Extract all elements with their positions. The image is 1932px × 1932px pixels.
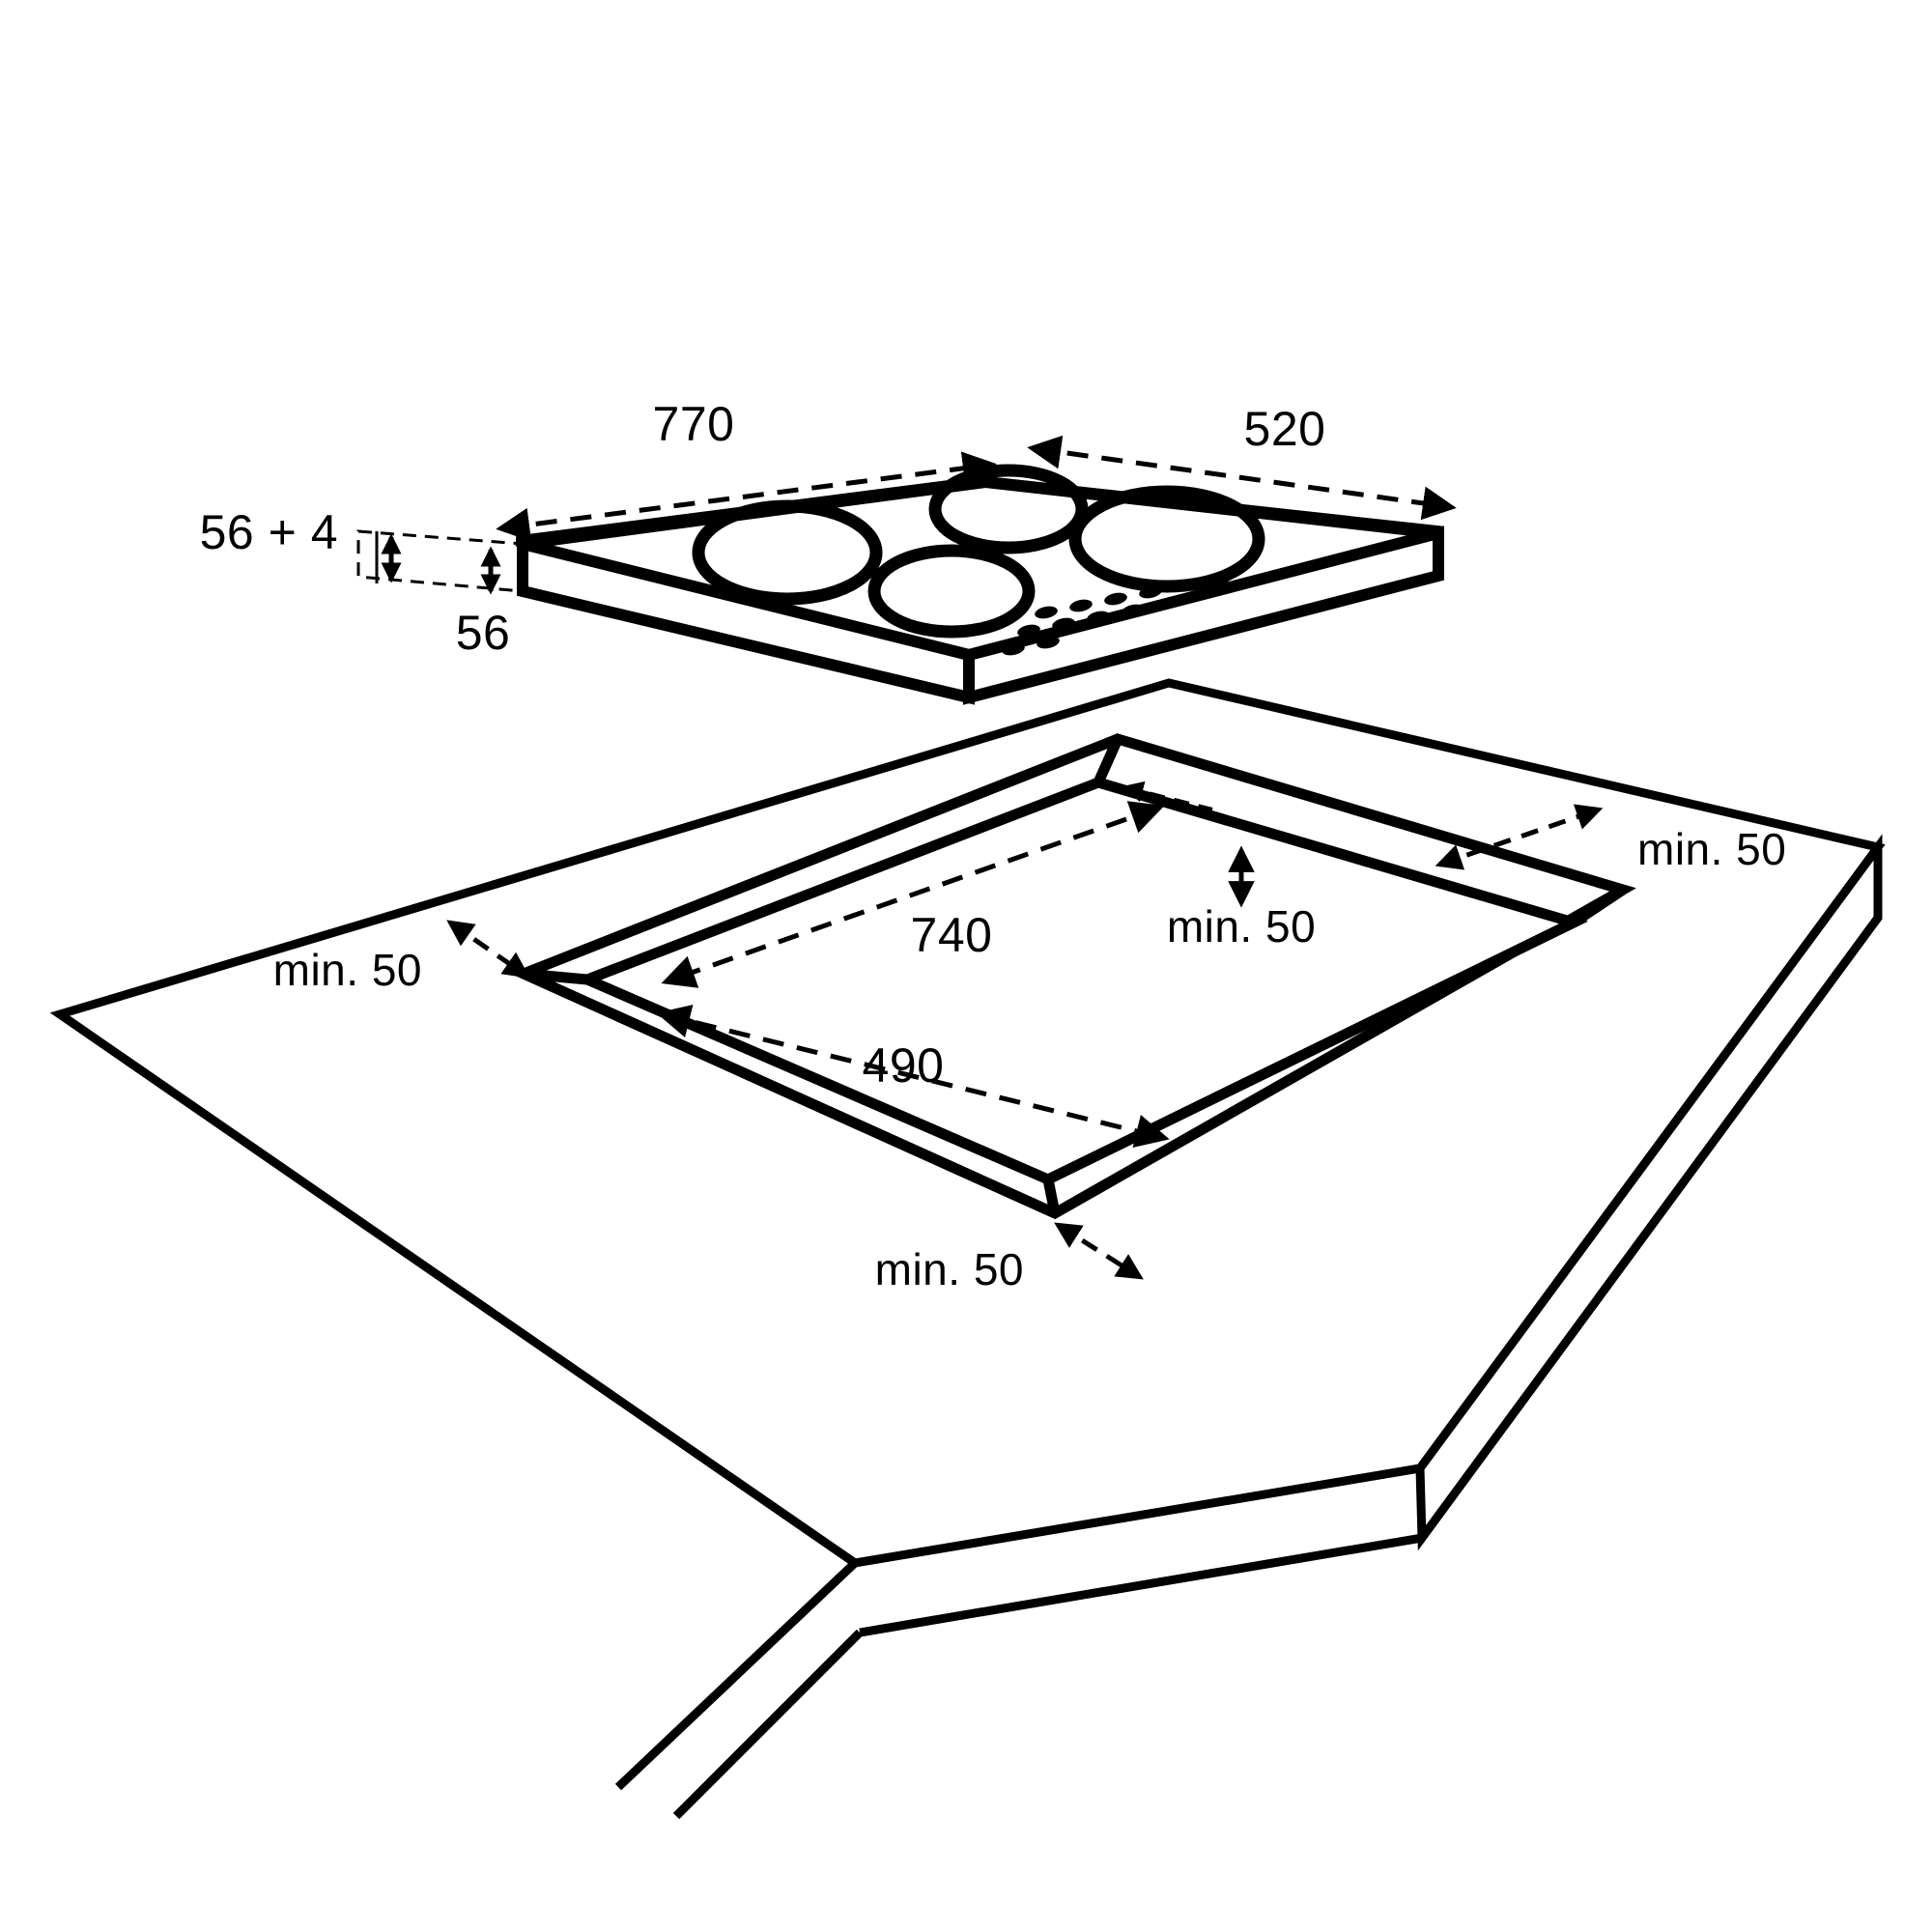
hob-group — [515, 464, 1444, 705]
clearance-label-front: min. 50 — [875, 1244, 1024, 1294]
dimension-cutout-depth: 490 — [656, 1004, 1170, 1149]
dimension-hob-body-height: 56 — [456, 546, 511, 660]
clearance-label-right: min. 50 — [1637, 824, 1786, 874]
dimension-line-490 — [656, 1004, 1170, 1149]
dimension-label-490: 490 — [863, 1038, 945, 1093]
dimension-label-56: 56 — [456, 606, 511, 660]
height-projection-box — [356, 529, 525, 593]
dimension-hob-depth: 520 — [1027, 402, 1457, 521]
worktop-cutout-wall-front — [1042, 1178, 1061, 1215]
clearance-left: min. 50 — [273, 920, 530, 995]
dimension-line-520 — [1027, 435, 1457, 521]
hob-right-side-thickness — [963, 526, 1444, 705]
dimension-line-770 — [496, 451, 997, 542]
worktop-cutout-wall-right — [1570, 885, 1627, 927]
cooking-zone-front-right — [867, 544, 1036, 639]
worktop-cutout-wall-rear — [1093, 736, 1123, 785]
clearance-label-rear: min. 50 — [1167, 901, 1316, 952]
worktop-front-left-line — [614, 1559, 859, 1791]
clearance-right: min. 50 — [1435, 804, 1786, 874]
clearance-rear: min. 50 — [1122, 781, 1316, 952]
control-panel-dots — [1002, 572, 1232, 656]
clearance-front: min. 50 — [875, 1222, 1144, 1294]
dimension-cutout-width: 740 — [661, 801, 1165, 988]
dimension-line-740 — [661, 801, 1165, 988]
worktop-cutout-wall-left — [523, 968, 588, 985]
worktop-front-bottom-edge — [859, 1533, 1423, 1637]
dimension-label-56-plus-4: 56 + 4 — [200, 505, 338, 559]
dimension-label-520: 520 — [1244, 402, 1326, 456]
dimension-hob-width: 770 — [496, 397, 997, 542]
dimension-hob-total-height: 56 + 4 — [200, 505, 525, 593]
dimension-label-740: 740 — [911, 908, 993, 962]
worktop-front-left-line-lower — [672, 1629, 864, 1820]
clearance-line-left — [446, 920, 530, 979]
clearance-label-left: min. 50 — [273, 945, 422, 995]
clearance-leader-rear — [1122, 781, 1213, 811]
clearance-line-front — [1054, 1222, 1144, 1280]
dimension-label-770: 770 — [653, 397, 735, 451]
